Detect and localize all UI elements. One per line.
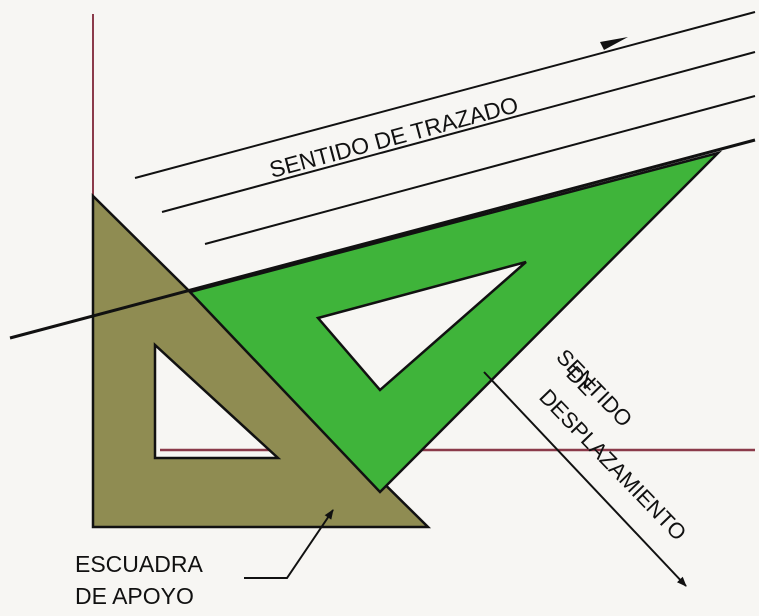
tracing-arrow-icon bbox=[600, 37, 628, 50]
straightedge-line bbox=[9, 138, 756, 340]
support-square-leader bbox=[244, 509, 334, 579]
displacement-arrow bbox=[483, 371, 687, 587]
traced-line-3 bbox=[204, 95, 756, 245]
sliding-set-square bbox=[187, 150, 723, 494]
traced-line-2 bbox=[161, 51, 756, 213]
support-square-label-line2: DE APOYO bbox=[75, 583, 194, 609]
traced-line-1 bbox=[134, 11, 756, 179]
support-square-label-line1: ESCUADRA bbox=[75, 551, 203, 577]
